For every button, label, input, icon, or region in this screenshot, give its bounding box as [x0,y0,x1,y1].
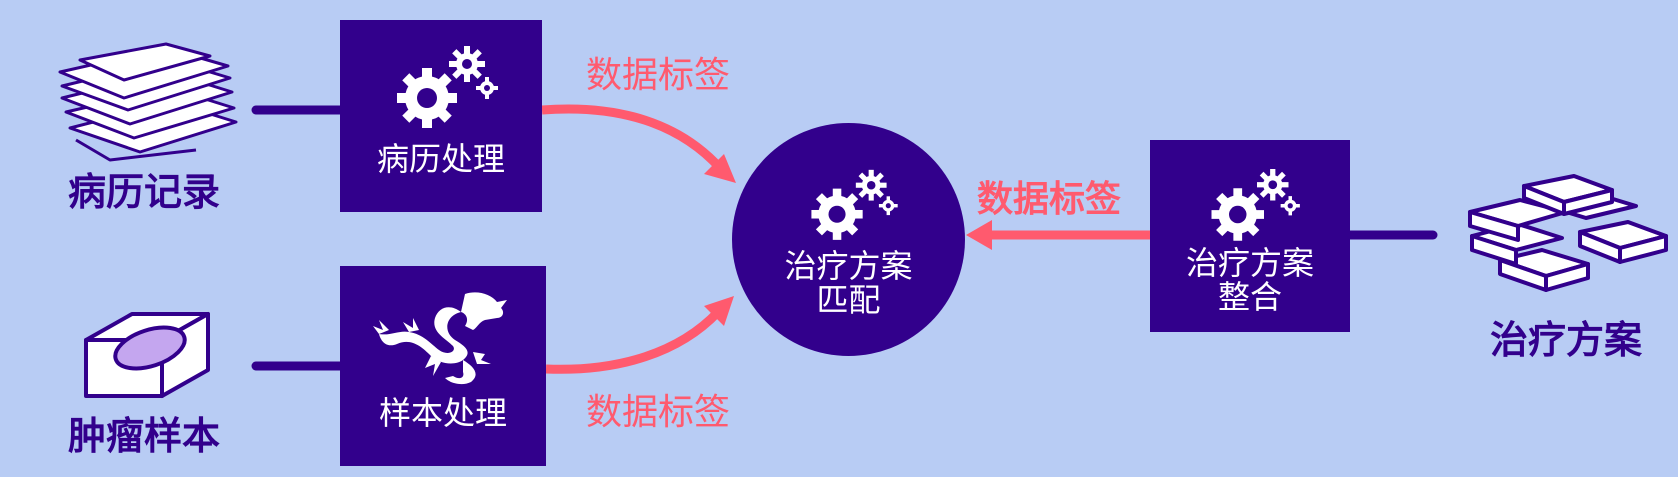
stacked-blocks-icon [1468,174,1668,292]
plan-integration-label: 治疗方案 整合 [1185,244,1314,316]
plan-integration-node: 治疗方案 整合 [1150,140,1350,332]
tissue-block-icon [84,312,210,398]
sample-processing-label: 样本处理 [378,394,507,432]
arrow-top-head [704,154,736,183]
arrow-bottom-head [704,296,734,326]
plan-matching-node: 治疗方案 匹配 [732,123,965,356]
arrow-bottom [545,308,722,374]
gears-icon [810,169,898,240]
arrow-top [541,104,724,172]
gears-icon [1211,169,1300,241]
sample-processing-node: 样本处理 [340,266,546,466]
edge-label-top: 数据标签 [586,55,731,96]
edge-label-bottom: 数据标签 [586,392,731,433]
record-processing-label: 病历处理 [376,140,505,178]
gears-icon [397,46,498,128]
plan-matching-label: 治疗方案 匹配 [784,246,913,319]
record-processing-node: 病历处理 [340,20,542,212]
edge-label-right: 数据标签 [977,179,1122,220]
stacked-papers-icon [58,42,238,162]
dragon-icon [373,292,507,385]
arrow-right-head [966,220,992,250]
records-label: 病历记录 [68,170,221,214]
samples-label: 肿瘤样本 [68,414,221,458]
plans-label: 治疗方案 [1490,318,1643,362]
